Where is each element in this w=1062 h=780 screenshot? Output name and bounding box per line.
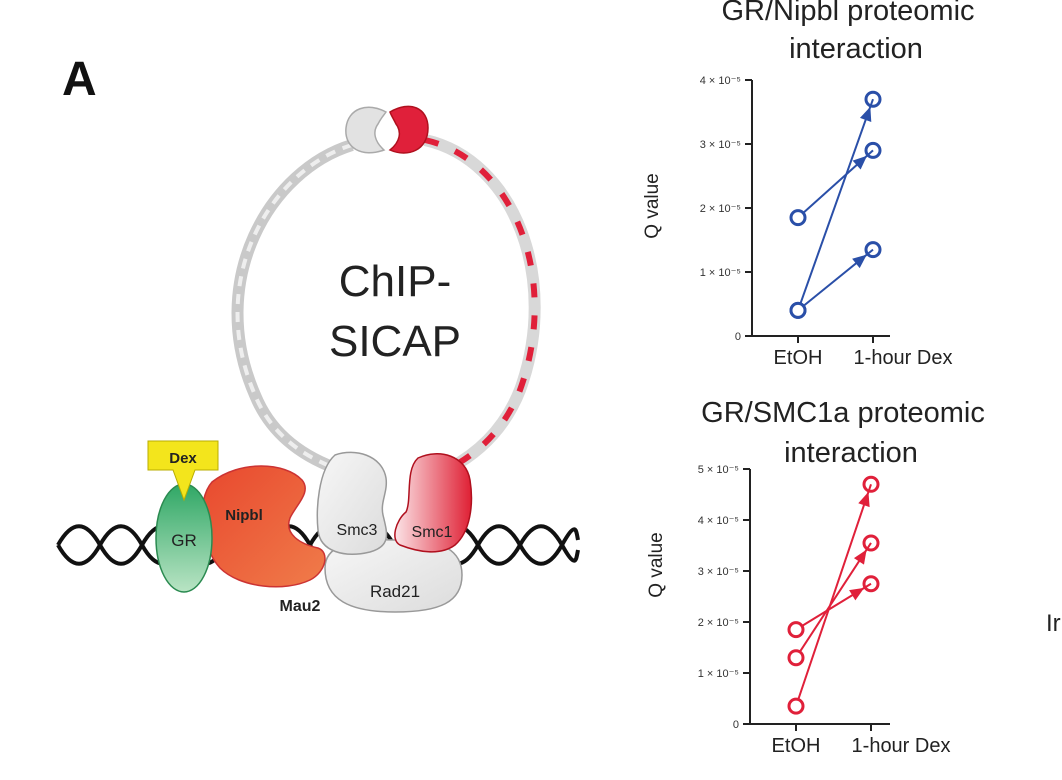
dex-point: [862, 475, 880, 493]
smc1-head: [394, 453, 473, 553]
x-tick-label: 1-hour Dex: [852, 735, 951, 757]
etoh-point: [789, 301, 807, 319]
y-tick-label: 0: [735, 331, 741, 343]
smc1-arm-stripe: [424, 137, 538, 471]
pair-arrowhead: [849, 587, 865, 601]
y-tick-label: 0: [733, 719, 739, 731]
chart-gr-nipbl: GR/Nipbl proteomic interaction Q value 0…: [642, 0, 975, 369]
mau2-label: Mau2: [280, 598, 321, 615]
chart2-title-line2: interaction: [784, 437, 918, 469]
x-tick-label: 1-hour Dex: [854, 347, 953, 369]
dex-point: [864, 241, 882, 259]
pair-line: [795, 542, 872, 659]
chart2-axes: 0 1 × 10⁻⁵ 2 × 10⁻⁵ 3 × 10⁻⁵ 4 × 10⁻⁵ 5 × 10⁻…: [698, 464, 951, 757]
dex-label: Dex: [169, 450, 197, 467]
dex-point: [864, 141, 882, 159]
y-tick-label: 3 × 10⁻⁵: [700, 139, 741, 151]
smc3-arm: [231, 139, 354, 474]
smc3-label: Smc3: [337, 522, 378, 539]
etoh-point: [787, 621, 805, 639]
etoh-point: [787, 649, 805, 667]
dex-point: [864, 90, 882, 108]
pair-arrowhead: [852, 155, 868, 170]
chart1-axes: 0 1 × 10⁻⁵ 2 × 10⁻⁵ 3 × 10⁻⁵ 4 × 10⁻⁵ EtOH 1-h…: [700, 75, 953, 369]
y-tick-label: 2 × 10⁻⁵: [700, 203, 741, 215]
smc3-head: [316, 451, 388, 555]
chart2-title-line1: GR/SMC1a proteomic: [701, 397, 985, 429]
smc1-label: Smc1: [412, 524, 453, 541]
chart1-y-axis-label: Q value: [642, 173, 663, 238]
center-title-line2: SICAP: [329, 317, 461, 366]
dex-callout: [147, 440, 219, 502]
chart1-marks: [789, 90, 882, 319]
chart1-title-line2: interaction: [789, 33, 923, 65]
pair-arrowhead: [852, 254, 867, 269]
pair-line: [797, 98, 874, 311]
nipbl-subunit: [201, 465, 326, 588]
cohesin-diagram: ChIP- SICAP Rad21 Smc3 Smc1 Nipbl Mau2 G…: [56, 105, 580, 615]
pair-line: [795, 483, 872, 707]
smc1-hinge: [388, 105, 429, 154]
etoh-point: [789, 209, 807, 227]
y-tick-label: 4 × 10⁻⁵: [698, 515, 739, 527]
dex-point: [862, 575, 880, 593]
gr-label: GR: [171, 531, 197, 550]
pair-arrowhead: [859, 106, 872, 122]
chart2-marks: [787, 475, 880, 715]
y-tick-label: 1 × 10⁻⁵: [700, 267, 741, 279]
pair-arrowhead: [858, 491, 870, 508]
panel-label: A: [62, 53, 97, 106]
edge-cropped-text: Ir: [1046, 610, 1061, 637]
chart2-y-axis-label: Q value: [646, 532, 667, 597]
dex-point: [862, 534, 880, 552]
pair-arrowhead: [853, 549, 867, 565]
nipbl-label: Nipbl: [225, 507, 263, 524]
y-tick-label: 1 × 10⁻⁵: [698, 668, 739, 680]
center-title-line1: ChIP-: [339, 257, 451, 306]
y-tick-label: 3 × 10⁻⁵: [698, 566, 739, 578]
chart-gr-smc1a: GR/SMC1a proteomic interaction Q value 0…: [646, 397, 985, 757]
smc3-arm-stripe: [235, 143, 353, 470]
chart1-title-line1: GR/Nipbl proteomic: [721, 0, 974, 27]
rad21-label: Rad21: [370, 582, 420, 601]
etoh-point: [787, 697, 805, 715]
y-tick-label: 4 × 10⁻⁵: [700, 75, 741, 87]
x-tick-label: EtOH: [774, 347, 823, 369]
y-tick-label: 5 × 10⁻⁵: [698, 464, 739, 476]
x-tick-label: EtOH: [772, 735, 821, 757]
smc3-hinge: [345, 106, 388, 154]
y-tick-label: 2 × 10⁻⁵: [698, 617, 739, 629]
